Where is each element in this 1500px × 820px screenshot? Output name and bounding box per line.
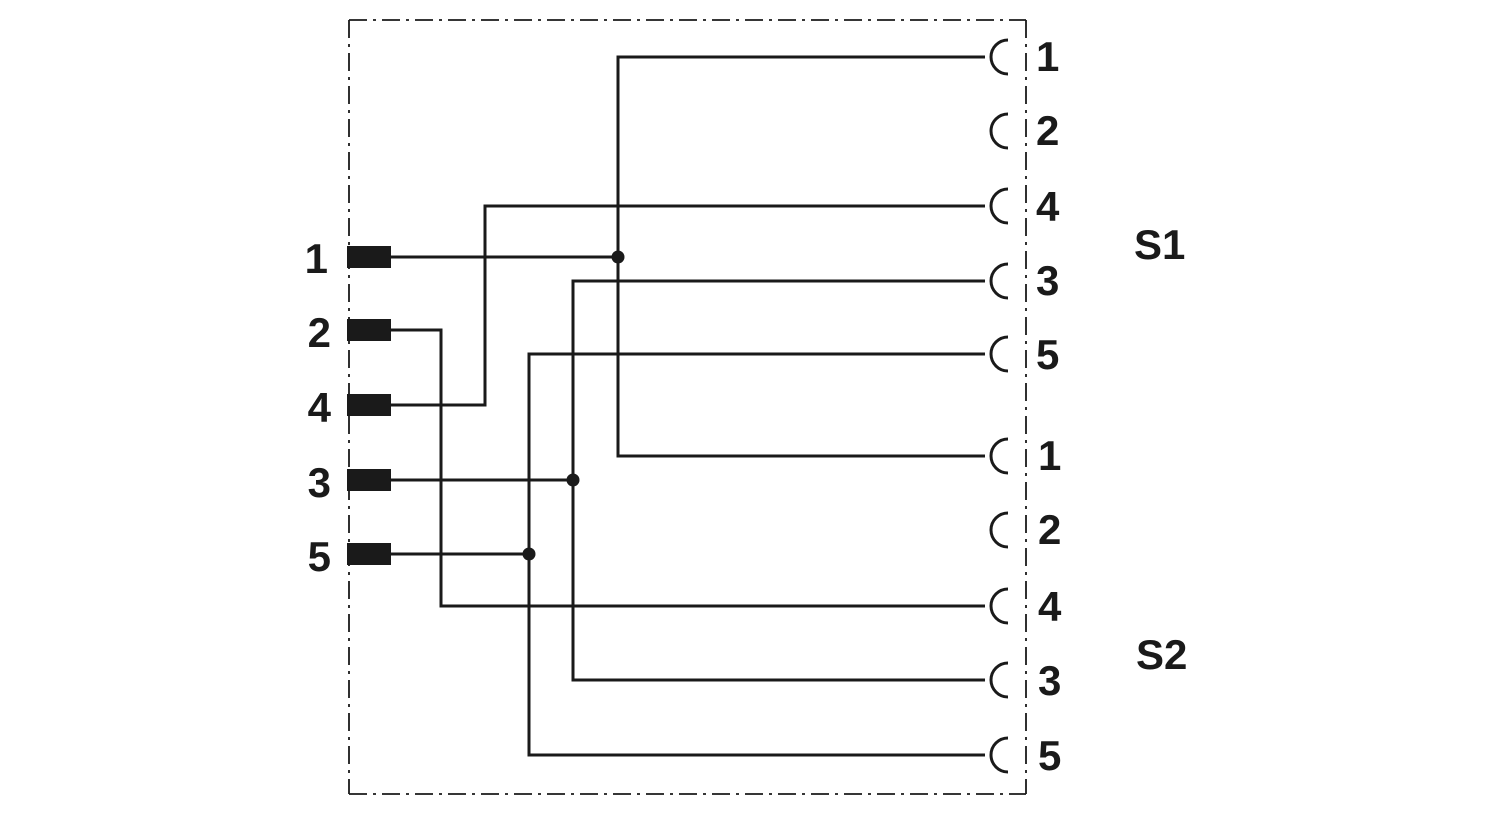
male-pin [347,543,391,565]
s1-pin-label: 2 [1036,107,1059,154]
female-socket [989,661,1009,699]
wires [390,55,985,757]
female-socket [989,736,1009,774]
male-pin [347,319,391,341]
wire-pin3-to-s2-3 [571,480,985,682]
left-pin-label: 4 [308,384,332,431]
s1-label: S1 [1134,221,1185,268]
left-pin-label: 5 [308,533,331,580]
left-pin-label: 2 [308,309,331,356]
s2-pin-label: 4 [1038,583,1062,630]
s1-pin-label: 5 [1036,331,1059,378]
female-socket [989,262,1009,300]
s2-pin-label: 5 [1038,732,1061,779]
female-socket [989,437,1009,475]
female-socket [989,112,1009,150]
s2-pin-label: 3 [1038,657,1061,704]
s1-pin-label: 3 [1036,257,1059,304]
female-socket [989,511,1009,549]
female-socket [989,335,1009,373]
s2-pin-label: 1 [1038,432,1061,479]
s2-connector: 1 2 4 3 5 S2 [989,432,1187,779]
junctions [522,250,625,561]
junction-dot [611,250,625,264]
wire-pin5-to-s2-5 [527,554,985,757]
female-socket [989,38,1009,76]
s1-pin-label: 1 [1036,33,1059,80]
left-pin-label: 1 [305,235,328,282]
wire-pin2-to-s2-4 [390,328,985,608]
junction-dot [522,547,536,561]
left-connector: 1 2 4 3 5 [305,235,391,580]
s1-connector: 1 2 4 3 5 S1 [989,33,1185,378]
wire-pin1-to-s2-1 [616,257,985,458]
female-socket [989,587,1009,625]
wire-pin1-to-s1-1 [390,55,985,259]
s2-label: S2 [1136,631,1187,678]
wire-pin5-to-s1-5 [390,352,985,556]
s1-pin-label: 4 [1036,183,1060,230]
female-socket [989,187,1009,225]
wire-pin4-to-s1-4 [390,204,985,407]
male-pin [347,246,391,268]
wire-pin3-to-s1-3 [390,279,985,482]
s2-pin-label: 2 [1038,506,1061,553]
male-pin [347,394,391,416]
housing-outline [348,19,1027,795]
junction-dot [566,473,580,487]
left-pin-label: 3 [308,459,331,506]
male-pin [347,469,391,491]
